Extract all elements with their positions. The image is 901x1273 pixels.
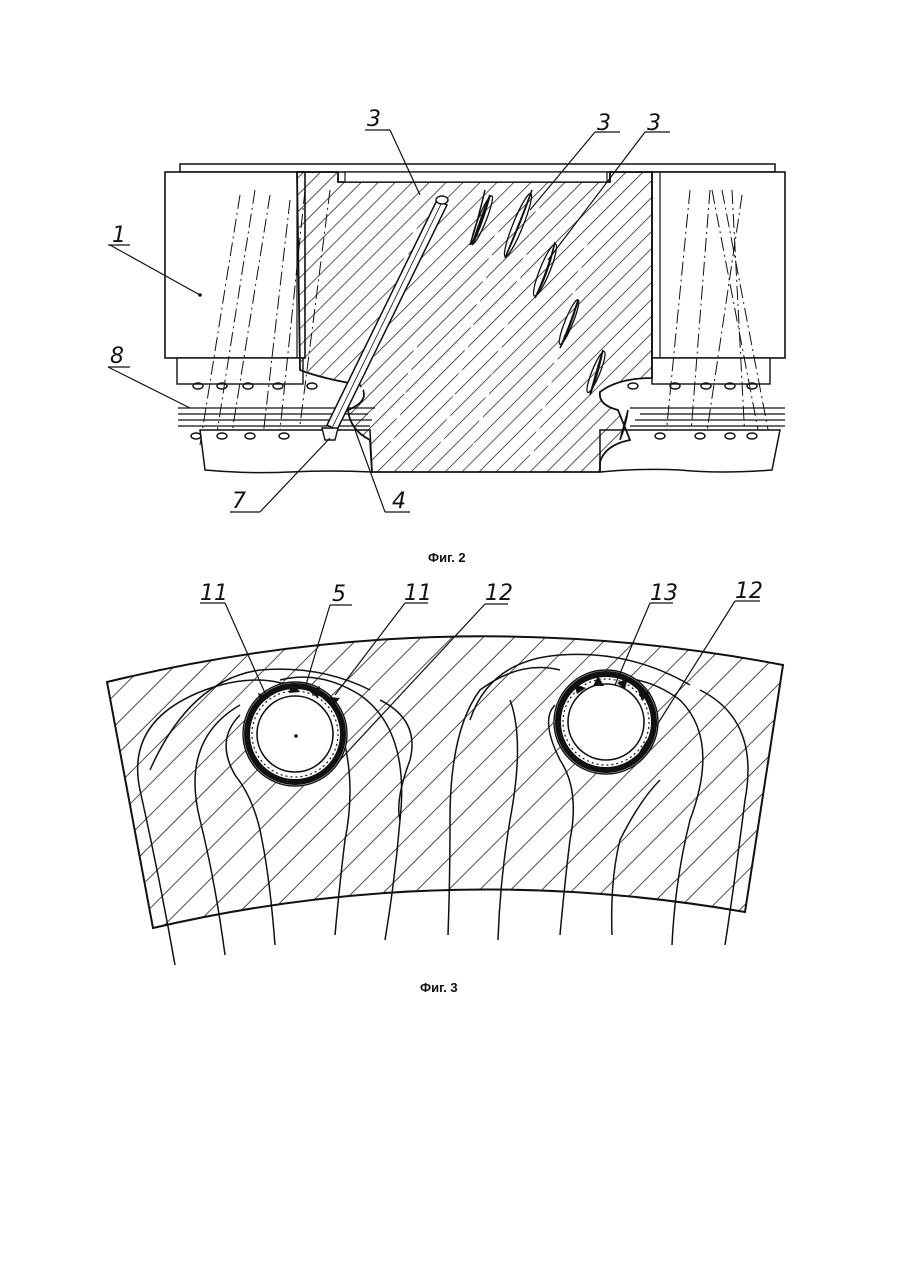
figure-2: 1 3 3 3 8 7 4 Фиг. 2 <box>108 107 785 565</box>
label-3-left: 3 <box>367 107 381 132</box>
label-3-middle: 3 <box>597 111 611 136</box>
label-7: 7 <box>232 489 246 514</box>
label-11-left: 11 <box>200 581 228 606</box>
figure-3-caption: Фиг. 3 <box>420 980 458 995</box>
top-plate <box>180 164 775 172</box>
label-5: 5 <box>332 582 346 607</box>
hatched-core <box>297 172 652 472</box>
right-conductor <box>554 670 658 774</box>
right-block <box>652 172 785 445</box>
core-notch <box>345 172 607 182</box>
label-4: 4 <box>392 489 406 514</box>
figure-2-caption: Фиг. 2 <box>428 550 466 565</box>
label-3-right: 3 <box>647 111 661 136</box>
label-13: 13 <box>650 581 678 606</box>
label-8: 8 <box>110 344 124 369</box>
figure-3: 11 5 11 12 13 12 Фиг. 3 <box>107 579 783 995</box>
label-12-left: 12 <box>485 581 513 606</box>
label-11-right: 11 <box>404 581 432 606</box>
label-12-right: 12 <box>735 579 763 604</box>
label-1: 1 <box>112 223 126 248</box>
